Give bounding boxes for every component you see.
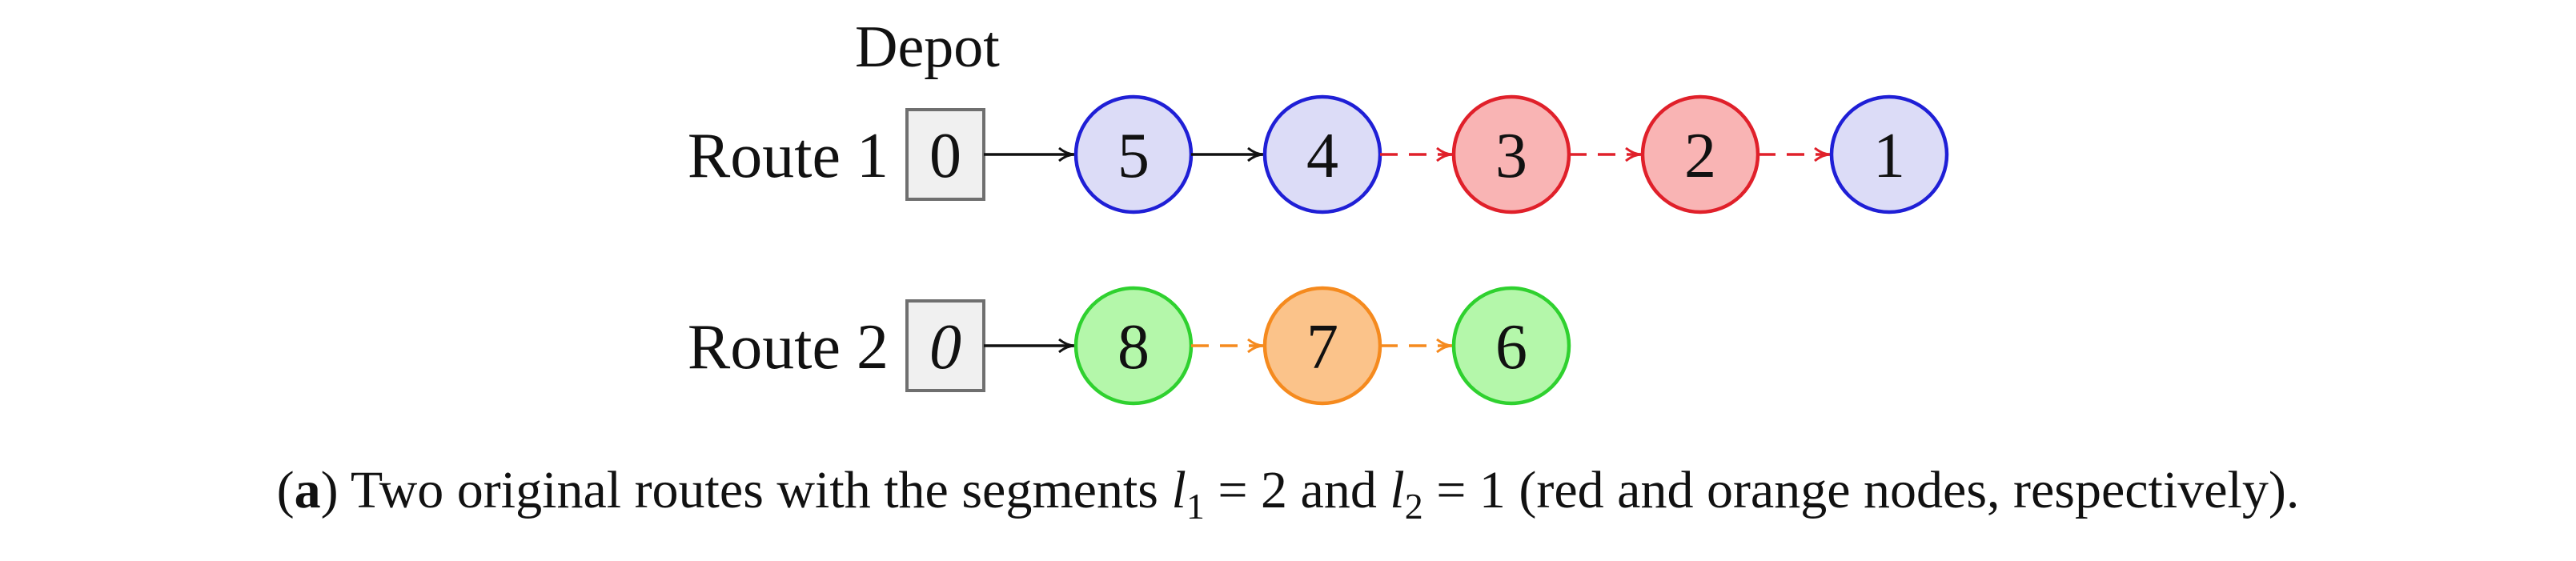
customer-node-1	[1829, 94, 1949, 214]
caption-eq-2: = 1 (red and orange nodes, respectively)…	[1422, 461, 2300, 519]
caption-sub-2: 2	[1404, 486, 1423, 527]
depot-box	[905, 108, 985, 201]
node-label: 1	[1873, 121, 1905, 191]
node-label: 8	[1117, 312, 1150, 383]
node-label: 3	[1495, 121, 1527, 191]
caption-var-2: l	[1390, 461, 1405, 519]
node-label: 4	[1306, 121, 1338, 191]
figure-caption: (a) Two original routes with the segment…	[0, 460, 2576, 525]
node-label: 6	[1495, 312, 1527, 383]
node-label: 7	[1306, 312, 1338, 383]
depot-number: 0	[929, 121, 961, 191]
caption-label: a	[294, 461, 321, 519]
route-1: Route 1 0 5 4 3 2 1	[688, 94, 1949, 214]
route-label: Route 2	[688, 312, 889, 383]
caption-text-1: ) Two original routes with the segments	[320, 461, 1172, 519]
depot-title: Depot	[855, 14, 1000, 80]
caption-sub-1: 1	[1186, 486, 1205, 527]
route-label: Route 1	[688, 121, 889, 191]
customer-node-6	[1451, 286, 1571, 406]
route-2: Route 2 0 8 7 6	[688, 286, 1571, 406]
caption-eq-1: = 2 and	[1204, 461, 1390, 519]
depot-number: 0	[929, 312, 961, 383]
node-label: 2	[1684, 121, 1716, 191]
caption-var-1: l	[1171, 461, 1186, 519]
depot-box	[905, 299, 985, 392]
node-label: 5	[1117, 121, 1150, 191]
caption-prefix: (	[276, 461, 295, 519]
